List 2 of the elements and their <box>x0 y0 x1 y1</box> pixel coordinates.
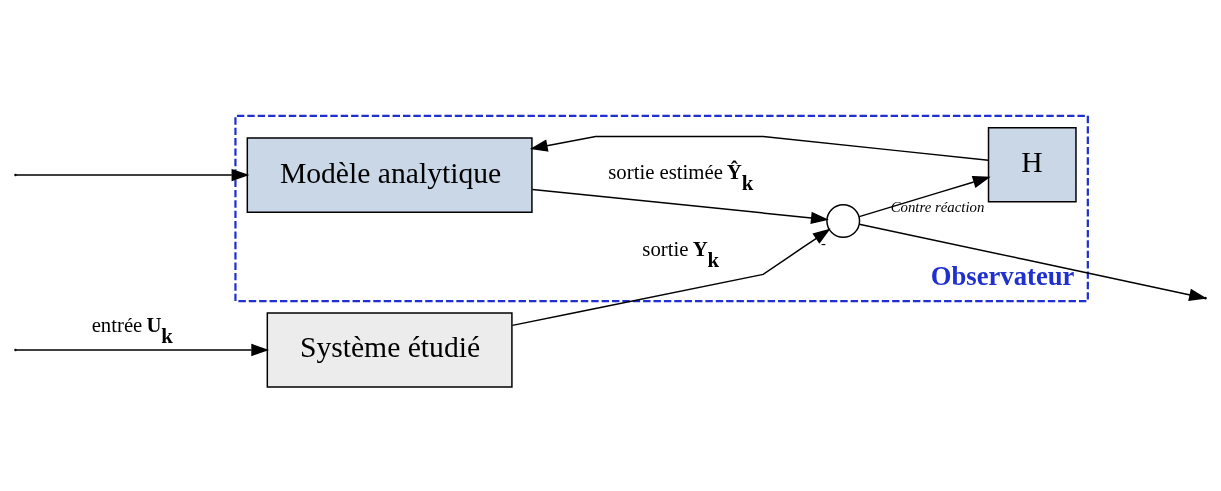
node-label: Contre réaction <box>890 199 985 216</box>
node-label: - <box>821 234 826 251</box>
